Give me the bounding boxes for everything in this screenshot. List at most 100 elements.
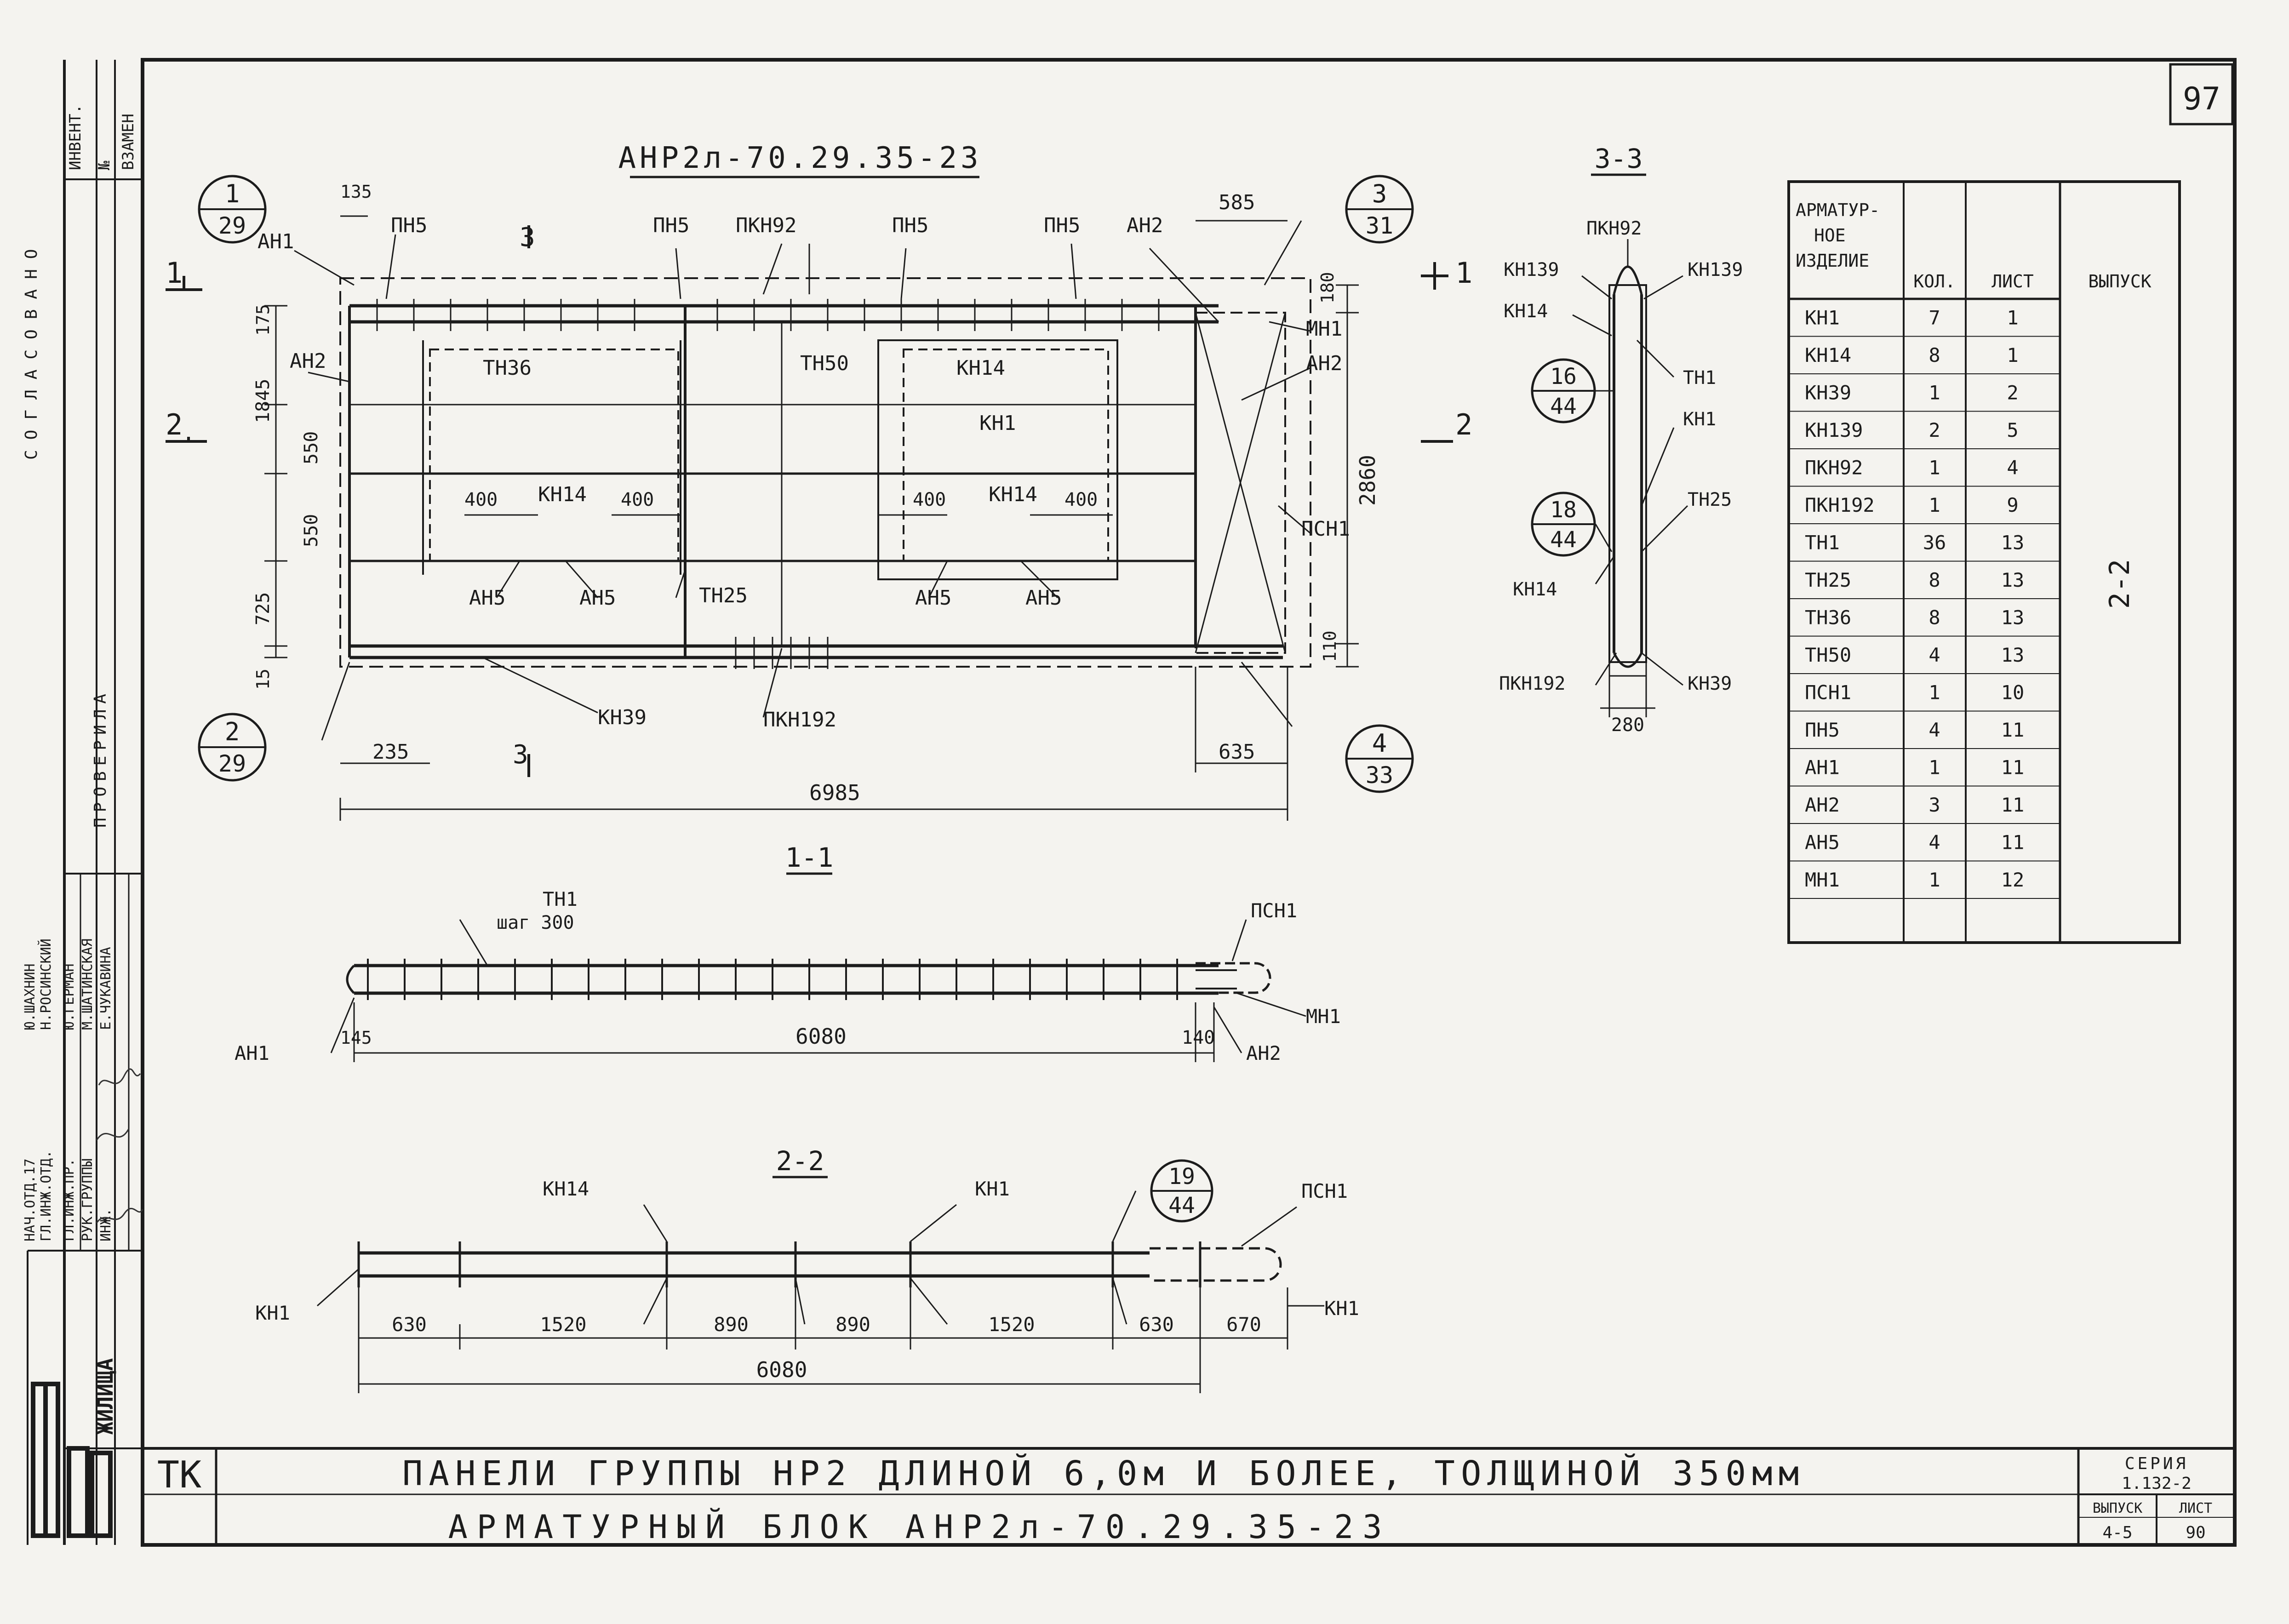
label-pkn92: ПКН92 <box>1586 218 1642 239</box>
strip-role: НАЧ.ОТД.17 <box>22 1158 38 1241</box>
label-kn39: КН39 <box>598 706 647 729</box>
table-cell-qty: 1 <box>1928 869 1940 891</box>
sheet-number-box <box>2169 63 2234 126</box>
callout-sheet: 29 <box>218 212 246 239</box>
table-cell-item: ТН25 <box>1805 569 1851 591</box>
dim-total: 6080 <box>756 1357 807 1382</box>
label-kn14: КН14 <box>538 483 587 506</box>
spec-table-text: АРМАТУР- НОЕ ИЗДЕЛИЕ КОЛ. ЛИСТ ВЫПУСК КН… <box>1796 200 2152 891</box>
dim-550: 550 <box>301 431 322 464</box>
strip-top-cell: № <box>95 160 114 170</box>
series-label: СЕРИЯ <box>2125 1454 2188 1473</box>
table-cell-qty: 4 <box>1928 644 1940 666</box>
table-cell-qty: 1 <box>1928 681 1940 703</box>
table-cell-item: ПСН1 <box>1805 681 1851 703</box>
dim-segment: 630 <box>1139 1313 1174 1336</box>
dim-400: 400 <box>464 489 498 510</box>
dim-280: 280 <box>1611 715 1644 736</box>
callout-number: 16 <box>1550 364 1577 389</box>
left-strip: ИНВЕНТ. № ВЗАМЕН СОГЛАСОВАНО ПРОВЕРИЛА Н… <box>22 60 143 1545</box>
label-kn139: КН139 <box>1688 259 1743 280</box>
dim-180: 180 <box>1317 272 1338 303</box>
section-mark: 1 <box>1455 256 1472 290</box>
strip-name: Ю.ГЕРМАН <box>61 964 77 1030</box>
dim-6985: 6985 <box>809 780 860 805</box>
label-pkn192: ПКН192 <box>1499 673 1566 694</box>
label-mn1: МН1 <box>1306 317 1342 341</box>
table-cell-sheet: 4 <box>2007 456 2018 479</box>
table-cell-qty: 4 <box>1928 719 1940 741</box>
label-kn14: КН14 <box>956 356 1005 380</box>
dim-1845: 1845 <box>252 379 274 423</box>
label-kn14: КН14 <box>1504 301 1548 322</box>
signature <box>98 1068 141 1086</box>
dim-110: 110 <box>1320 630 1340 662</box>
label-an2: АН2 <box>1127 214 1163 237</box>
dim-585: 585 <box>1219 191 1255 214</box>
table-release: 2-2 <box>2104 559 2136 609</box>
label-pkn92: ПКН92 <box>736 214 796 237</box>
table-cell-item: ПКН192 <box>1805 494 1875 516</box>
signature <box>96 1128 130 1141</box>
table-cell-sheet: 5 <box>2007 419 2018 441</box>
callout-number: 4 <box>1372 729 1387 758</box>
label-tn50: ТН50 <box>800 352 849 375</box>
table-cell-qty: 1 <box>1928 756 1940 778</box>
table-cell-sheet: 13 <box>2001 606 2025 629</box>
sheet-label: ЛИСТ <box>2179 1500 2212 1516</box>
strip-org: ЖИЛИЩА <box>93 1358 118 1435</box>
strip-agreement: СОГЛАСОВАНО <box>22 239 41 460</box>
dim-segment: 890 <box>714 1313 749 1336</box>
label-tn1: ТН1 <box>1683 367 1716 389</box>
label-kn14: КН14 <box>543 1178 589 1200</box>
dim-segment: 1520 <box>988 1313 1035 1336</box>
main-elevation: АНР2л-70.29.35-23 <box>166 141 1453 821</box>
label-pn5: ПН5 <box>1044 214 1080 237</box>
dim-15: 15 <box>253 669 273 690</box>
series-value: 1.132-2 <box>2122 1474 2192 1493</box>
section-3-3 <box>1531 173 1688 717</box>
label-kn1: КН1 <box>1683 409 1716 430</box>
label-tn25: ТН25 <box>1688 489 1732 510</box>
dim-635: 635 <box>1219 740 1255 764</box>
table-cell-qty: 36 <box>1923 531 1946 554</box>
dim-segment: 630 <box>392 1313 427 1336</box>
label-kn14: КН14 <box>1513 579 1557 600</box>
table-cell-item: МН1 <box>1805 869 1840 891</box>
strip-role: ГЛ.ИНЖ.ПР. <box>61 1158 77 1241</box>
callout-number: 18 <box>1550 497 1577 523</box>
table-cell-qty: 8 <box>1928 344 1940 366</box>
dim-segment: 890 <box>835 1313 870 1336</box>
title-code: ТК <box>157 1453 201 1496</box>
table-cell-item: КН39 <box>1805 381 1851 404</box>
label-kn39: КН39 <box>1688 673 1732 694</box>
label-kn1: КН1 <box>979 412 1016 435</box>
main-title: АНР2л-70.29.35-23 <box>618 141 982 175</box>
table-header: ВЫПУСК <box>2088 271 2151 292</box>
label-tn25: ТН25 <box>699 584 748 607</box>
section-2-2-labels: 2-2 КН14 КН1 ПСН1 КН1 КН1 19 44 630 1520… <box>255 1145 1359 1382</box>
table-cell-item: ТН36 <box>1805 606 1851 629</box>
section-mark: 3 <box>513 740 528 770</box>
table-cell-item: КН139 <box>1805 419 1863 441</box>
dim-segment: 670 <box>1226 1313 1261 1336</box>
label-kn14: КН14 <box>989 483 1037 506</box>
section-mark: 1 <box>166 256 183 290</box>
label-psn1: ПСН1 <box>1301 1180 1348 1202</box>
table-cell-sheet: 11 <box>2001 831 2025 853</box>
table-cell-qty: 1 <box>1928 456 1940 479</box>
dim-550: 550 <box>301 514 322 547</box>
label-mn1: МН1 <box>1306 1005 1341 1028</box>
section-mark: 2 <box>1455 408 1472 441</box>
dim-400: 400 <box>913 489 946 510</box>
strip-top-cell: ИНВЕНТ. <box>66 104 85 170</box>
strip-role: РУК.ГРУППЫ <box>80 1158 96 1241</box>
callout-number: 3 <box>1372 179 1387 208</box>
table-cell-sheet: 13 <box>2001 569 2025 591</box>
strip-role: ИНЖ. <box>98 1208 114 1241</box>
table-cell-item: КН1 <box>1805 306 1840 329</box>
label-an2: АН2 <box>1306 352 1342 375</box>
label-kn1: КН1 <box>1324 1297 1359 1320</box>
callout-number: 1 <box>225 179 240 208</box>
